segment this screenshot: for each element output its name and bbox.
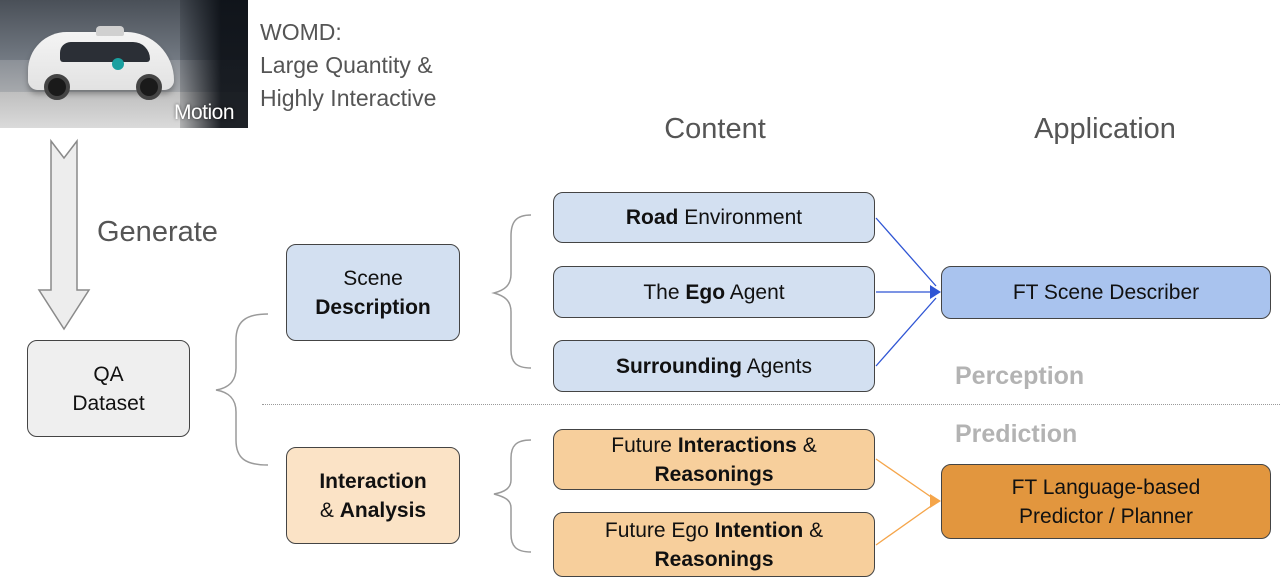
- interaction-analysis-box: Interaction & Analysis: [286, 447, 460, 544]
- scene-line-1: Scene: [343, 266, 403, 290]
- qa-dataset-box: QA Dataset: [27, 340, 190, 437]
- womd-description: WOMD: Large Quantity & Highly Interactiv…: [260, 16, 436, 115]
- ft-scene-describer-box: FT Scene Describer: [941, 266, 1271, 319]
- orange-arrowhead: [930, 494, 941, 508]
- interaction-line-1: Interaction: [319, 469, 427, 493]
- interaction-brace: [493, 439, 532, 553]
- future-interactions-box: Future Interactions & Reasonings: [553, 429, 875, 490]
- womd-line-2: Large Quantity &: [260, 52, 433, 78]
- blue-arrowhead: [930, 285, 941, 299]
- qa-line-2: Dataset: [72, 391, 145, 415]
- scene-line-2: Description: [315, 295, 431, 319]
- qa-line-1: QA: [93, 362, 124, 386]
- generate-label: Generate: [97, 216, 218, 248]
- blue-arrows: [875, 217, 937, 367]
- womd-line-1: WOMD:: [260, 19, 342, 45]
- surrounding-agents-box: Surrounding Agents: [553, 340, 875, 392]
- qa-brace: [215, 313, 269, 466]
- prediction-label: Prediction: [955, 420, 1078, 448]
- orange-arrows: [875, 458, 935, 546]
- womd-line-3: Highly Interactive: [260, 85, 437, 111]
- road-environment-box: Road Environment: [553, 192, 875, 243]
- ego-agent-box: The Ego Agent: [553, 266, 875, 318]
- content-header: Content: [664, 113, 766, 145]
- scene-description-box: Scene Description: [286, 244, 460, 341]
- phase-separator: [262, 404, 1280, 405]
- scene-brace: [491, 214, 532, 369]
- waymo-car-photo: Motion: [0, 0, 248, 128]
- future-ego-intention-box: Future Ego Intention & Reasonings: [553, 512, 875, 577]
- interaction-line-2: & Analysis: [319, 498, 427, 522]
- ft-predictor-planner-box: FT Language-based Predictor / Planner: [941, 464, 1271, 539]
- generate-arrow: [37, 138, 91, 331]
- photo-watermark: Motion: [173, 101, 235, 124]
- application-header: Application: [1034, 113, 1176, 145]
- perception-label: Perception: [955, 362, 1085, 390]
- waymo-logo: [112, 58, 124, 70]
